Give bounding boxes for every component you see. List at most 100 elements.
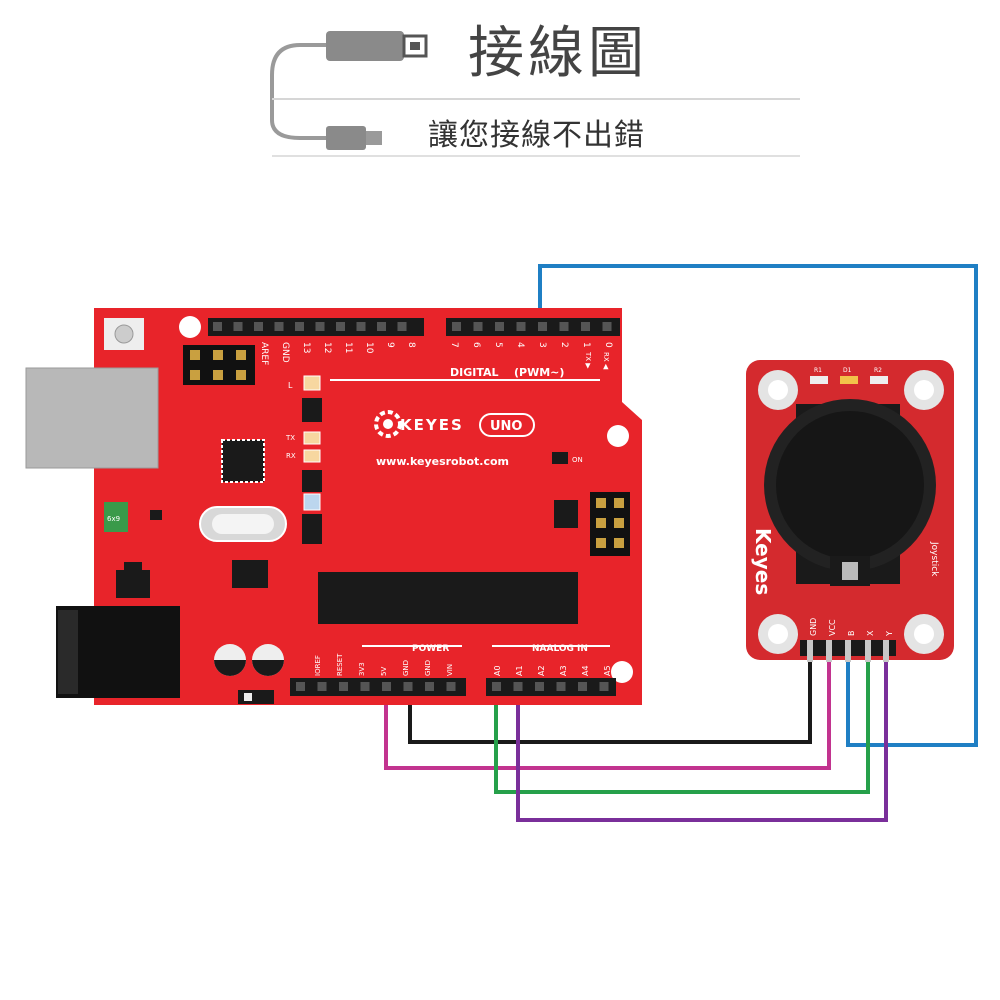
fuse-label: 6x9 [107, 515, 120, 523]
pin-label: 5V [380, 667, 388, 676]
pin-label: A0 [493, 665, 502, 676]
pin-label: B [847, 631, 856, 637]
usb-chip [221, 439, 265, 483]
joystick-pin [826, 640, 832, 662]
header-pad [495, 322, 504, 331]
power-label: POWER [412, 644, 449, 654]
model-uno: UNO [490, 419, 523, 434]
header-pad [559, 322, 569, 331]
pin-label: IOREF [314, 655, 322, 676]
usb-port [25, 367, 159, 469]
pin-label: 9 [385, 342, 395, 348]
pin-label: 4 [515, 342, 525, 348]
header-pad [317, 682, 327, 691]
wire-blue-d3-to-y [538, 264, 978, 747]
digital-label: DIGITAL [450, 366, 499, 379]
led-on [552, 452, 568, 464]
led-l [303, 375, 321, 391]
header-pad [452, 322, 461, 331]
header-pad [356, 322, 366, 331]
on-label: ON [572, 456, 583, 464]
analog-pin-labels: A0 A1 A2 A3 A4 A5 [493, 665, 612, 676]
page-subtitle: 讓您接線不出錯 [428, 118, 645, 153]
chip-small [302, 398, 322, 422]
header-pad [233, 322, 243, 331]
pin-label: A4 [581, 665, 590, 676]
mount-hole [607, 425, 629, 447]
diode [238, 690, 274, 704]
led-rx [303, 449, 321, 463]
pin-label: 7 [449, 342, 459, 348]
header-pad [403, 682, 413, 691]
led-d1-label: D1 [843, 367, 852, 374]
voltage-regulator [116, 570, 150, 598]
header-pad [599, 682, 609, 691]
page-title: 接線圖 [468, 21, 648, 86]
pin-label: RESET [336, 653, 344, 676]
resistor-r2-label: R2 [874, 367, 882, 374]
header-pad [382, 682, 391, 691]
mount-hole [179, 316, 201, 338]
keyes-gear-icon [374, 410, 402, 438]
usb-plug-small [326, 126, 366, 150]
pin-label: GND [809, 618, 818, 636]
header-pad [556, 682, 566, 691]
header-pad [516, 322, 526, 331]
atmega-chip [318, 572, 578, 624]
pin-label: X [866, 630, 875, 636]
header-pad [602, 322, 612, 331]
pin-label: A2 [537, 665, 546, 676]
brand-keyes: KEYES [400, 416, 464, 434]
pin-label: GND [280, 342, 290, 363]
joystick-brand: Keyes [751, 528, 775, 595]
pwm-label: (PWM~) [514, 366, 564, 379]
header-pad [473, 322, 483, 331]
header-pad [339, 682, 348, 691]
pin-label: A5 [603, 665, 612, 676]
pin-label: 13 [301, 342, 311, 353]
pin-label: 3V3 [358, 662, 366, 676]
pin-label: VCC [828, 619, 837, 636]
arrow-rx: RX ◀ [602, 352, 610, 370]
wire-purple-a1 [516, 660, 888, 822]
header-pad [377, 322, 386, 331]
header-pad [213, 322, 222, 331]
arrow-tx: TX ▶ [584, 351, 592, 369]
pin-label: A3 [559, 665, 568, 676]
header-pad [397, 322, 407, 331]
pin-label: 5 [493, 342, 503, 348]
fuse [104, 502, 128, 532]
pin-label: A1 [515, 665, 524, 676]
digital-header-low [446, 318, 620, 336]
led-rx-label: RX [286, 452, 296, 460]
pin-label: 2 [559, 342, 569, 348]
header-pad [538, 322, 547, 331]
header-pad [254, 322, 263, 331]
header-pad [581, 322, 590, 331]
usb-cable-icon [270, 31, 800, 157]
pin-label: 11 [343, 342, 353, 353]
led-tx-label: TX [285, 434, 295, 442]
joystick-pin [865, 640, 871, 662]
pin-label: AREF [259, 342, 269, 365]
joystick-pin [883, 640, 889, 662]
header-pad [446, 682, 456, 691]
joystick-pin [845, 640, 851, 662]
mount-hole [611, 661, 633, 683]
resistor-r1-label: R1 [814, 367, 822, 374]
analog-label: NAALOG IN [532, 644, 588, 654]
pin-label: 3 [537, 342, 547, 348]
header-pad [492, 682, 501, 691]
wire-black-gnd [408, 660, 812, 744]
icsp-header-left [183, 345, 255, 385]
header: 接線圖 讓您接線不出錯 [0, 0, 1000, 170]
header-pad [315, 322, 325, 331]
header-pad [425, 682, 434, 691]
wire-magenta-5v [384, 660, 831, 770]
header-pad [336, 322, 345, 331]
